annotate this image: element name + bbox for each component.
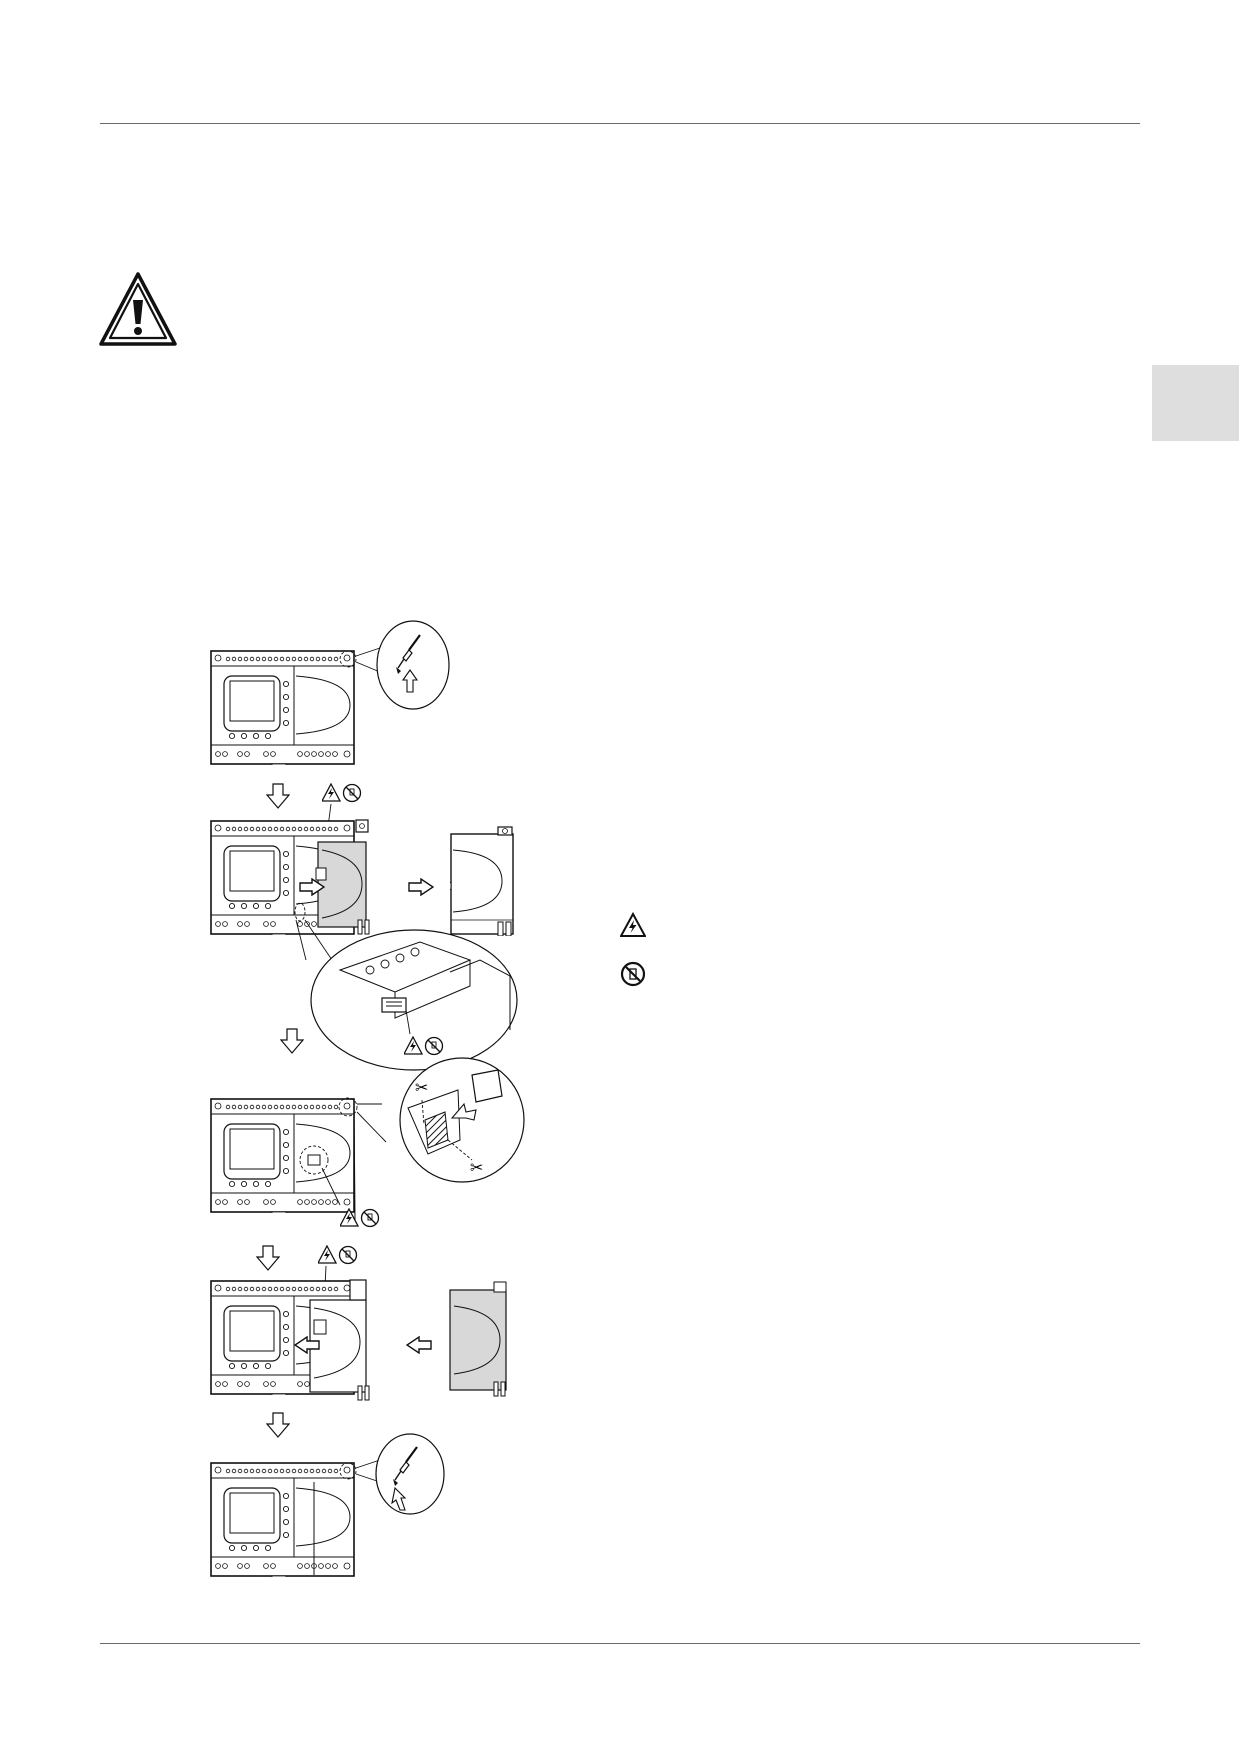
module-installation-figure: ✂ ✂ (210, 620, 525, 1577)
header-rule (100, 123, 1140, 124)
svg-text:✂: ✂ (415, 1078, 428, 1097)
chapter-thumb-tab (1152, 365, 1239, 441)
svg-text:✂: ✂ (470, 1158, 483, 1177)
footer-rule (100, 1643, 1140, 1644)
warning-triangle-icon (99, 272, 177, 346)
electric-shock-warning-icon (620, 912, 646, 937)
no-spray-prohibition-icon (620, 961, 646, 987)
